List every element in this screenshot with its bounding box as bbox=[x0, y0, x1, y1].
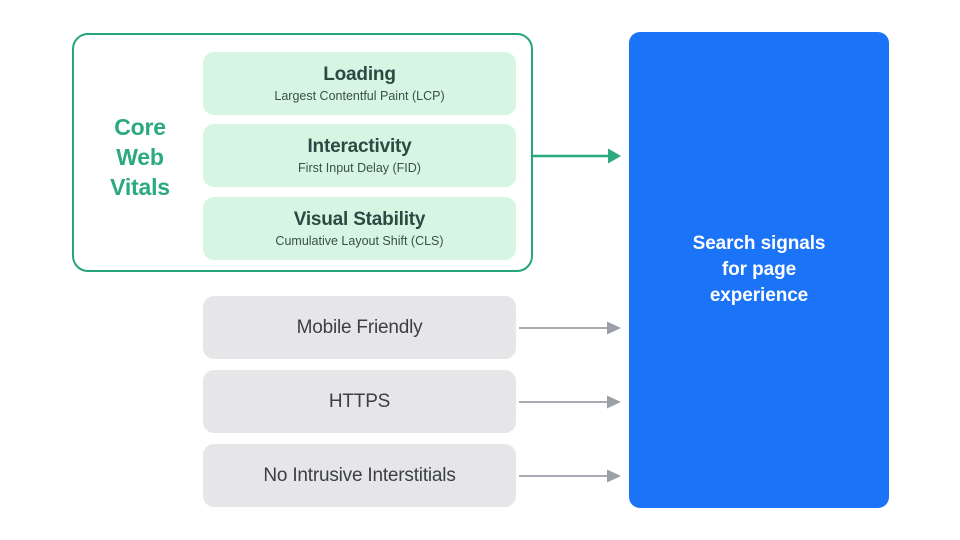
signal-card-mobile-friendly: Mobile Friendly bbox=[203, 296, 516, 359]
vital-card-visual-stability: Visual Stability Cumulative Layout Shift… bbox=[203, 197, 516, 260]
core-web-vitals-label-line-1: Core bbox=[114, 114, 166, 140]
signal-label: No Intrusive Interstitials bbox=[263, 465, 456, 486]
arrow-mobile-friendly bbox=[519, 321, 621, 335]
core-web-vitals-label-line-3: Vitals bbox=[110, 174, 170, 200]
arrow-core-web-vitals bbox=[533, 148, 621, 164]
signal-label: Mobile Friendly bbox=[296, 317, 423, 338]
arrow-https bbox=[519, 395, 621, 409]
signal-card-https: HTTPS bbox=[203, 370, 516, 433]
vital-subtitle: Cumulative Layout Shift (CLS) bbox=[275, 233, 444, 248]
search-signals-result-text: Search signals for page experience bbox=[692, 233, 826, 306]
core-web-vitals-label: Core Web Vitals bbox=[88, 112, 192, 202]
signal-label: HTTPS bbox=[328, 391, 391, 412]
vital-title: Interactivity bbox=[307, 135, 412, 157]
vital-card-loading: Loading Largest Contentful Paint (LCP) bbox=[203, 52, 516, 115]
search-signals-result-box: Search signals for page experience bbox=[629, 32, 889, 508]
vital-subtitle: First Input Delay (FID) bbox=[298, 160, 421, 175]
signal-card-no-intrusive-interstitials: No Intrusive Interstitials bbox=[203, 444, 516, 507]
vital-card-interactivity: Interactivity First Input Delay (FID) bbox=[203, 124, 516, 187]
vital-subtitle: Largest Contentful Paint (LCP) bbox=[274, 88, 445, 103]
vital-title: Visual Stability bbox=[293, 208, 426, 230]
arrow-no-intrusive-interstitials bbox=[519, 469, 621, 483]
core-web-vitals-label-line-2: Web bbox=[116, 144, 164, 170]
vital-title: Loading bbox=[323, 63, 396, 85]
